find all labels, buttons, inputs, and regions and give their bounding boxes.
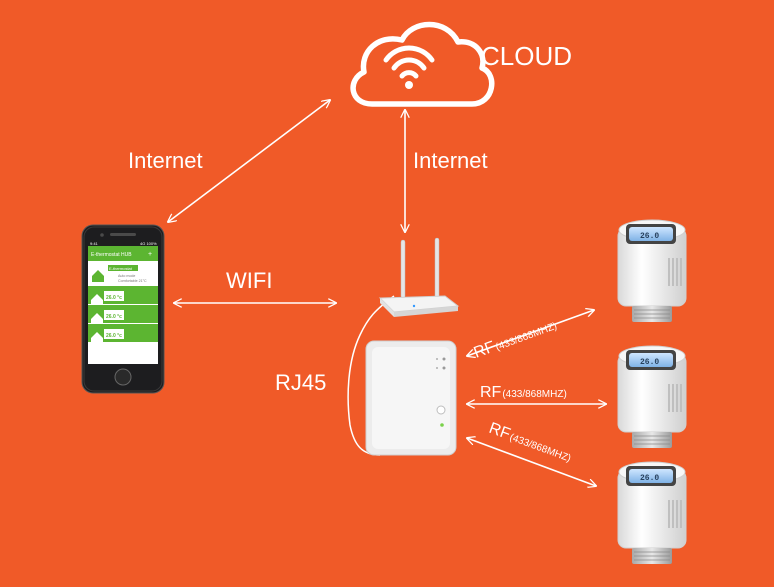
thermostat-1-display: 26.0: [640, 232, 659, 241]
phone-header-sub2: Comfortable 21°C: [118, 279, 147, 283]
svg-text:RF(433/868MHZ): RF(433/868MHZ): [480, 384, 567, 401]
rf-label-3: RF(433/868MHZ): [487, 420, 574, 466]
wifi-router-icon: [378, 237, 460, 317]
phone-header-sub1: Auto mode: [118, 274, 135, 278]
rf-label-1: RF(433/868MHZ): [472, 316, 559, 362]
svg-text:RF(433/868MHZ): RF(433/868MHZ): [487, 420, 574, 466]
phone-row-2-temp: 26.0 °c: [106, 314, 122, 320]
rf-label-2: RF(433/868MHZ): [480, 384, 567, 401]
cloud-label: CLOUD: [481, 41, 572, 71]
phone-add-icon[interactable]: +: [148, 251, 152, 258]
phone-header-label: E-thermostat: [109, 266, 133, 271]
radiator-valve-icon-2: 26.0: [617, 345, 687, 448]
phone-list: 26.0 °c 26.0 °c 26.0 °c: [88, 286, 158, 342]
rf-link-1: [467, 310, 594, 356]
internet-label-right: Internet: [413, 148, 488, 173]
wifi-label: WIFI: [226, 268, 272, 293]
radiator-valve-icon-3: 26.0: [617, 461, 687, 564]
phone-status-time: 9:41: [90, 241, 99, 246]
svg-text:RF(433/868MHZ): RF(433/868MHZ): [472, 316, 559, 362]
gateway-hub-icon: [365, 340, 457, 456]
rj45-cable: [347, 295, 395, 456]
rf-link-3: [467, 438, 596, 486]
internet-link-phone-cloud: [168, 100, 330, 222]
internet-label-left: Internet: [128, 148, 203, 173]
phone-row-3-temp: 26.0 °c: [106, 333, 122, 339]
smartphone-icon: 9:41 4G 100% E-thermostat HUB + E-thermo…: [81, 224, 165, 394]
rj45-label: RJ45: [275, 370, 326, 395]
phone-status-info: 4G 100%: [140, 241, 157, 246]
phone-app-title: E-thermostat HUB: [91, 252, 132, 258]
phone-row-1-temp: 26.0 °c: [106, 295, 122, 301]
cloud-wifi-icon: [350, 21, 495, 107]
radiator-valve-icon-1: 26.0: [617, 219, 687, 322]
thermostat-2-display: 26.0: [640, 358, 659, 367]
thermostat-3-display: 26.0: [640, 474, 659, 483]
